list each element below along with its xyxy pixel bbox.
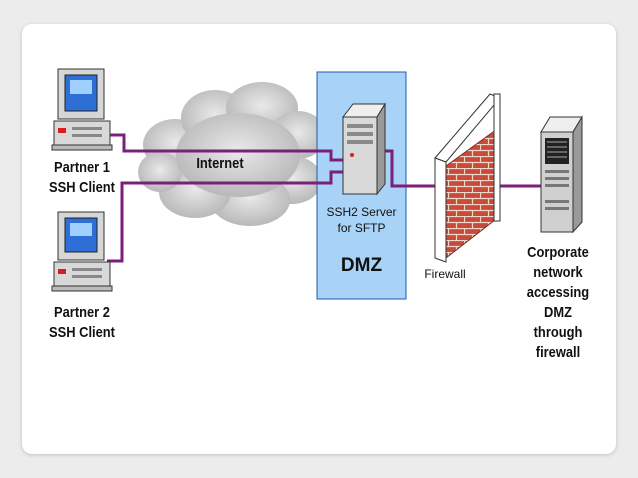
partner1-computer-icon (51, 68, 113, 151)
server-label-line2: for SFTP (337, 221, 386, 235)
firewall-label: Firewall (424, 267, 466, 281)
partner2-label-line2: SSH Client (49, 324, 115, 341)
corporate-label-line1: Corporate (527, 244, 589, 261)
partner1-label: Partner 1 SSH Client (42, 158, 123, 198)
firewall-wall (434, 93, 501, 263)
corporate-label-line5: through (533, 324, 583, 341)
link-partner1-server (110, 133, 343, 162)
corporate-label-line2: network (533, 264, 583, 281)
partner2-label: Partner 2 SSH Client (42, 303, 123, 343)
partner1-label-line1: Partner 1 (54, 159, 110, 176)
corporate-label-line3: accessing (526, 284, 590, 301)
ssh-server-icon (341, 102, 386, 196)
link-partner2-server (107, 170, 343, 263)
server-label: SSH2 Server for SFTP (317, 204, 406, 236)
corporate-label-line4: DMZ (544, 304, 572, 321)
partner2-label-line1: Partner 2 (54, 304, 110, 321)
corporate-server-icon (540, 115, 583, 234)
server-label-line1: SSH2 Server (326, 205, 397, 219)
dmz-label: DMZ (340, 255, 383, 276)
corporate-label-line6: firewall (535, 344, 581, 361)
internet-cloud (138, 82, 326, 226)
partner1-label-line2: SSH Client (49, 179, 115, 196)
partner2-computer-icon (51, 211, 113, 292)
corporate-label: Corporate network accessing DMZ through … (517, 243, 600, 363)
internet-label: Internet (196, 155, 244, 172)
